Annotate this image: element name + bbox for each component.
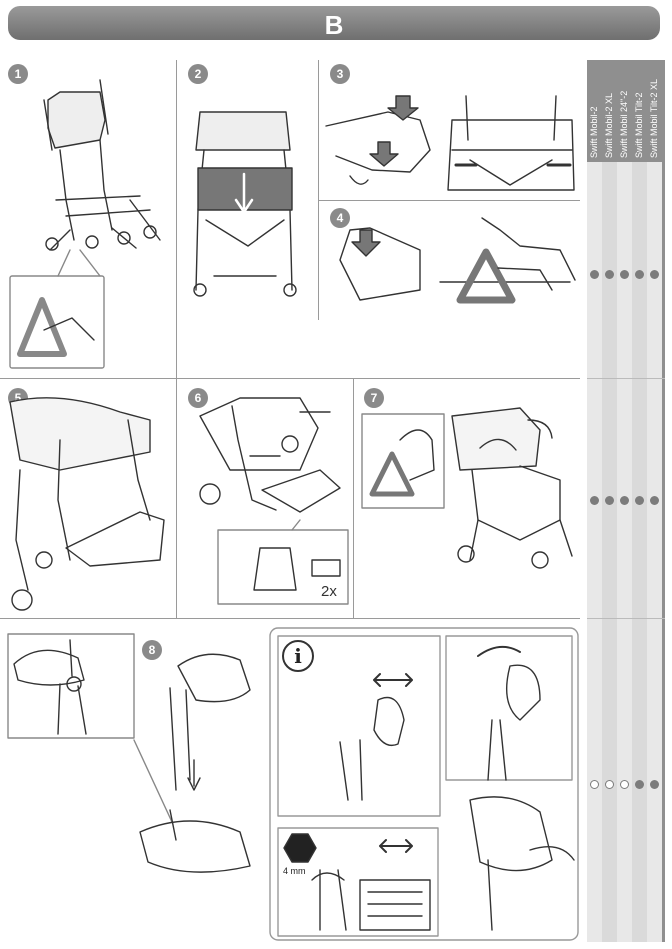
model-header: Swift Mobil Tilt-2 XL bbox=[649, 78, 659, 158]
step-badge: 6 bbox=[188, 388, 208, 408]
divider bbox=[176, 60, 177, 378]
divider bbox=[0, 378, 580, 379]
step-badge: 1 bbox=[8, 64, 28, 84]
not-compatible-dot bbox=[605, 780, 614, 789]
model-header: Swift Mobil-2 bbox=[589, 106, 599, 158]
tool-size-label: 4 mm bbox=[283, 866, 306, 876]
compatible-dot bbox=[620, 496, 629, 505]
compatible-dot bbox=[590, 270, 599, 279]
step2-chair bbox=[193, 111, 297, 297]
compatible-dot bbox=[605, 270, 614, 279]
divider bbox=[176, 378, 177, 618]
model-header: Swift Mobil-2 XL bbox=[604, 92, 614, 158]
model-header: Swift Mobil Tilt-2 bbox=[634, 92, 644, 158]
section-title: B bbox=[324, 10, 344, 40]
section-title-bar: B bbox=[8, 6, 660, 40]
compatible-dot bbox=[635, 496, 644, 505]
divider bbox=[0, 618, 580, 619]
model-header-band bbox=[587, 60, 665, 162]
compatible-dot bbox=[635, 270, 644, 279]
model-compatibility-table bbox=[587, 60, 665, 942]
compatible-dot bbox=[650, 780, 659, 789]
step-badge: 2 bbox=[188, 64, 208, 84]
not-compatible-dot bbox=[590, 780, 599, 789]
step-badge: 8 bbox=[142, 640, 162, 660]
step-badge: 7 bbox=[364, 388, 384, 408]
step-badge: 4 bbox=[330, 208, 350, 228]
divider bbox=[353, 378, 354, 618]
compatible-dot bbox=[590, 496, 599, 505]
compatible-dot bbox=[635, 780, 644, 789]
model-header: Swift Mobil 24"-2 bbox=[619, 90, 629, 158]
compatible-dot bbox=[650, 496, 659, 505]
step1-chair-frame bbox=[43, 79, 161, 251]
not-compatible-dot bbox=[620, 780, 629, 789]
divider bbox=[318, 60, 319, 320]
step-badge: 3 bbox=[330, 64, 350, 84]
compatible-dot bbox=[650, 270, 659, 279]
compatible-dot bbox=[605, 496, 614, 505]
divider bbox=[318, 200, 580, 201]
quantity-label: 2x bbox=[321, 583, 337, 600]
info-icon: i bbox=[282, 640, 314, 672]
compatible-dot bbox=[620, 270, 629, 279]
